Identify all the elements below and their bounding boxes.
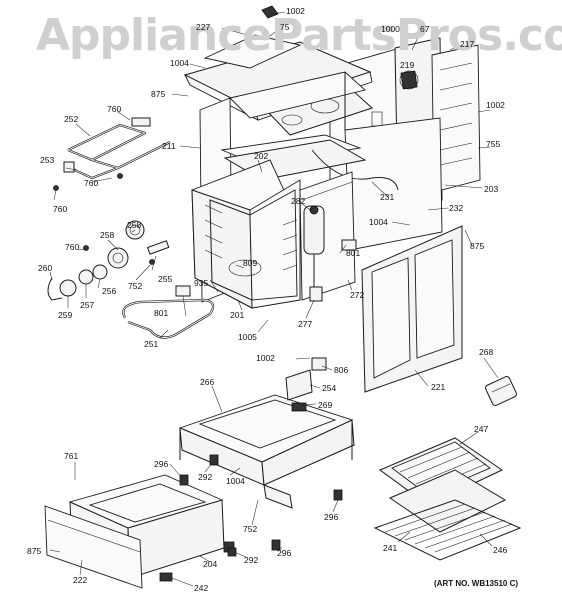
leader-lines: [49, 11, 499, 587]
part-label: 809: [243, 258, 257, 268]
part-label: 203: [484, 184, 498, 194]
oven-rack: [373, 499, 522, 561]
part-label: 219: [400, 60, 414, 70]
part-label: 251: [144, 339, 158, 349]
broil-pan: [378, 437, 507, 533]
part-label: 201: [230, 310, 244, 320]
part-label: 258: [127, 220, 141, 230]
part-label: 221: [431, 382, 445, 392]
part-label: 252: [64, 114, 78, 124]
part-label: 296: [324, 512, 338, 522]
latch-and-sensor: [303, 205, 357, 302]
part-label: 217: [460, 39, 474, 49]
part-label: 296: [154, 459, 168, 469]
part-label: 760: [65, 242, 79, 252]
part-label: 254: [322, 383, 336, 393]
part-label: 246: [493, 545, 507, 555]
left-hardware: [47, 173, 170, 301]
part-label: 266: [200, 377, 214, 387]
part-label: 257: [80, 300, 94, 310]
part-268: [485, 376, 517, 406]
part-label: 75: [280, 22, 290, 32]
part-label: 1002: [286, 6, 305, 16]
part-label: 1002: [486, 100, 505, 110]
part-label: 227: [196, 22, 210, 32]
part-label: 292: [198, 472, 212, 482]
part-label: 752: [128, 281, 142, 291]
part-label: 1004: [369, 217, 388, 227]
part-label: 806: [334, 365, 348, 375]
part-label: 1000: [381, 24, 400, 34]
oven-door: [361, 225, 463, 393]
part-label: 202: [254, 151, 268, 161]
part-label: 760: [84, 178, 98, 188]
part-label: 282: [291, 196, 305, 206]
part-label: 247: [474, 424, 488, 434]
part-label: 801: [154, 308, 168, 318]
part-label: 256: [102, 286, 116, 296]
part-labels: 1002 227 75 1004 875 1000 67 219 217 100…: [27, 6, 507, 593]
part-label: 875: [151, 89, 165, 99]
part-label: 755: [486, 139, 500, 149]
part-label: 761: [64, 451, 78, 461]
part-label: 752: [243, 524, 257, 534]
part-label: 231: [380, 192, 394, 202]
part-label: 277: [298, 319, 312, 329]
part-label: 292: [244, 555, 258, 565]
part-label: 255: [158, 274, 172, 284]
part-label: 272: [350, 290, 364, 300]
part-label: 1004: [170, 58, 189, 68]
part-label: 211: [162, 141, 176, 151]
part-label: 204: [203, 559, 217, 569]
part-label: 296: [277, 548, 291, 558]
storage-drawer: [44, 474, 235, 589]
part-label: 760: [107, 104, 121, 114]
part-label: 1005: [238, 332, 257, 342]
drawer-frame: [178, 394, 355, 509]
part-label: 269: [318, 400, 332, 410]
part-label: 1004: [226, 476, 245, 486]
part-label: 253: [40, 155, 54, 165]
part-label: 67: [420, 24, 430, 34]
switch-bracket: [285, 357, 327, 412]
part-label: 232: [449, 203, 463, 213]
part-label: 268: [479, 347, 493, 357]
part-label: 760: [53, 204, 67, 214]
part-label: 260: [38, 263, 52, 273]
part-label: 1002: [256, 353, 275, 363]
part-label: 801: [346, 248, 360, 258]
bake-element: [122, 285, 215, 339]
part-label: 259: [58, 310, 72, 320]
part-label: 875: [27, 546, 41, 556]
part-label: 935: [194, 278, 208, 288]
watermark-text: AppliancePartsPros.com: [36, 10, 562, 61]
part-label: 242: [194, 583, 208, 593]
art-number: (ART NO. WB13510 C): [434, 579, 518, 588]
leveling-legs: [179, 454, 343, 557]
part-label: 258: [100, 230, 114, 240]
part-label: 241: [383, 543, 397, 553]
part-label: 222: [73, 575, 87, 585]
part-label: 875: [470, 241, 484, 251]
